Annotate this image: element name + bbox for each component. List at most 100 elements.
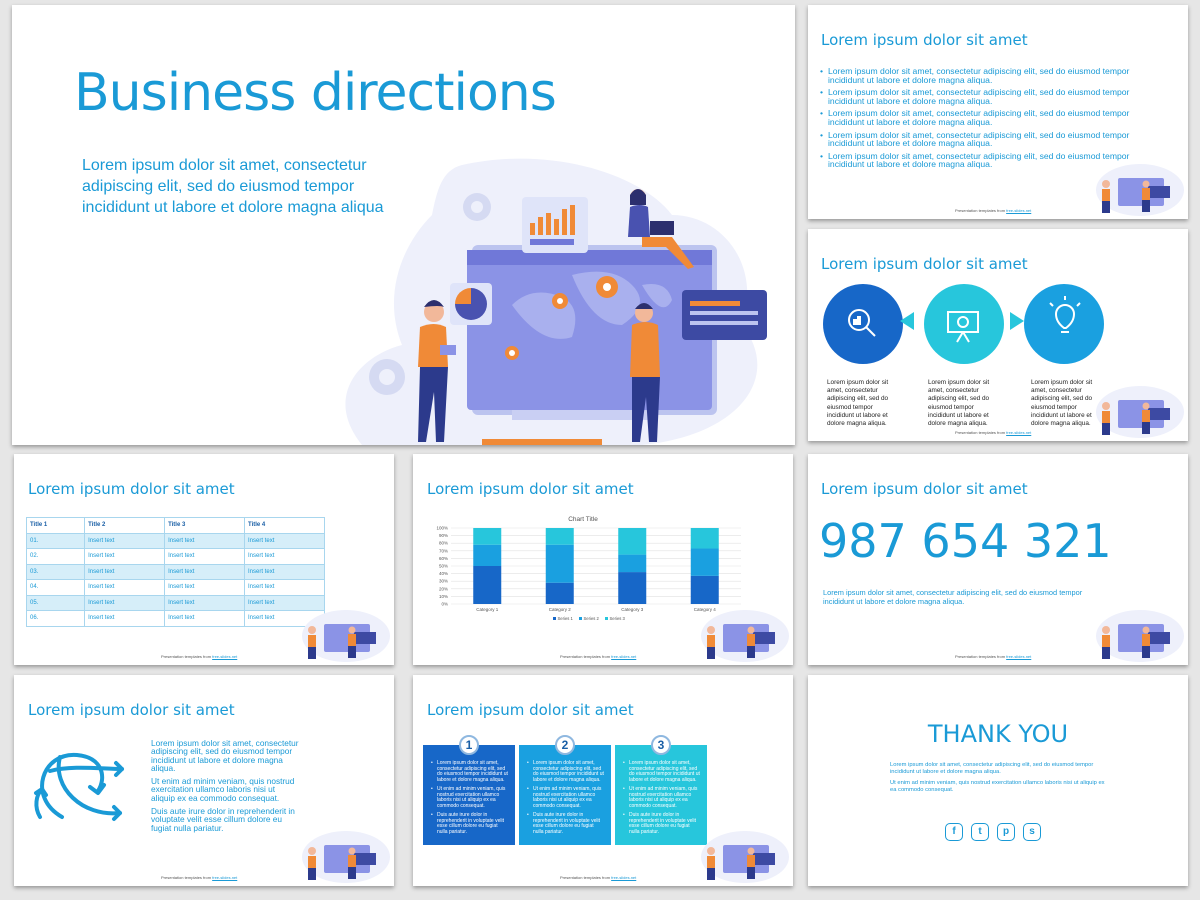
step-text-3: Lorem ipsum dolor sit amet, consectetur … xyxy=(1031,379,1093,427)
footer-link[interactable]: free-slides.net xyxy=(611,875,637,880)
paragraph: Duis aute irure dolor in reprehenderit i… xyxy=(151,806,295,833)
footer: Presentation templates from free-slides.… xyxy=(955,654,1031,659)
step-number: 2 xyxy=(555,735,575,755)
legend-swatch xyxy=(605,617,608,620)
x-tick-label: Category 2 xyxy=(549,607,572,612)
paragraph: Lorem ipsum dolor sit amet, consectetur … xyxy=(151,738,299,773)
slide-1-title[interactable]: Business directions Lorem ipsum dolor si… xyxy=(12,5,795,445)
slide-title: Lorem ipsum dolor sit amet xyxy=(821,480,1028,498)
search-chart-icon xyxy=(848,309,876,337)
number-description: Lorem ipsum dolor sit amet, consectetur … xyxy=(823,588,1083,607)
list-item: Lorem ipsum dolor sit amet, consectetur … xyxy=(431,760,509,783)
presentation-icon xyxy=(947,311,979,343)
slide-7-arrows[interactable]: Lorem ipsum dolor sit amet Lorem ipsum d… xyxy=(14,675,394,886)
circular-arrows-icon xyxy=(34,752,124,821)
slide-8-boxes[interactable]: Lorem ipsum dolor sit amet 1 Lorem ipsum… xyxy=(413,675,793,886)
y-tick-label: 80% xyxy=(439,541,448,546)
table-cell: Insert text xyxy=(164,532,246,549)
bar-segment xyxy=(618,554,647,573)
list-item: Duis aute irure dolor in reprehenderit i… xyxy=(527,812,605,835)
text-block: Lorem ipsum dolor sit amet, consectetur … xyxy=(151,739,301,832)
slide-9-thank-you[interactable]: THANK YOU Lorem ipsum dolor sit amet, co… xyxy=(808,675,1188,886)
page-title: Business directions xyxy=(74,63,557,123)
bar-segment xyxy=(473,528,502,545)
list-item: Ut enim ad minim veniam, quis nostrud ex… xyxy=(527,786,605,809)
table-cell: 05. xyxy=(25,594,86,611)
slide-title: Lorem ipsum dolor sit amet xyxy=(28,480,235,498)
bar-segment xyxy=(690,548,719,576)
table-header: Title 4 xyxy=(244,517,325,534)
x-tick-label: Category 4 xyxy=(694,607,717,612)
chart-title: Chart Title xyxy=(568,516,598,523)
table-cell: Insert text xyxy=(84,532,166,549)
slide-2-bullets[interactable]: Lorem ipsum dolor sit amet Lorem ipsum d… xyxy=(808,5,1188,219)
footer-link[interactable]: free-slides.net xyxy=(1006,430,1032,435)
footer-link[interactable]: free-slides.net xyxy=(611,654,637,659)
list-item: Lorem ipsum dolor sit amet, consectetur … xyxy=(527,760,605,783)
footer-text: Presentation templates from xyxy=(955,654,1007,659)
business-illustration xyxy=(345,158,767,445)
footer-text: Presentation templates from xyxy=(560,875,612,880)
y-tick-label: 70% xyxy=(439,548,448,553)
y-tick-label: 10% xyxy=(439,594,448,599)
legend-swatch xyxy=(579,617,582,620)
table-cell: 06. xyxy=(25,610,86,627)
lightbulb-icon xyxy=(1049,296,1081,333)
thank-you-text-1: Lorem ipsum dolor sit amet, consectetur … xyxy=(890,762,1094,776)
bar-segment xyxy=(618,528,647,555)
pinterest-icon[interactable]: p xyxy=(997,823,1015,841)
table-cell: 04. xyxy=(25,579,86,596)
list-item: Duis aute irure dolor in reprehenderit i… xyxy=(431,812,509,835)
footer-link[interactable]: free-slides.net xyxy=(212,875,238,880)
paragraph: Ut enim ad minim veniam, quis nostrud ex… xyxy=(151,776,295,803)
step-number: 1 xyxy=(459,735,479,755)
list-item: Lorem ipsum dolor sit amet, consectetur … xyxy=(623,760,701,783)
y-tick-label: 40% xyxy=(439,571,448,576)
arrow-right-icon xyxy=(1010,312,1024,330)
table-cell: Insert text xyxy=(164,548,246,565)
footer-text: Presentation templates from xyxy=(955,208,1007,213)
slide-5-chart[interactable]: Lorem ipsum dolor sit amet Chart Title 0… xyxy=(413,454,793,665)
table-header: Title 3 xyxy=(164,517,246,534)
bar-segment xyxy=(545,528,574,545)
skype-icon[interactable]: s xyxy=(1023,823,1041,841)
y-tick-label: 20% xyxy=(439,586,448,591)
footer-link[interactable]: free-slides.net xyxy=(1006,208,1032,213)
footer: Presentation templates from free-slides.… xyxy=(560,654,636,659)
numbered-box-3: 3 Lorem ipsum dolor sit amet, consectetu… xyxy=(615,735,707,845)
bar-segment xyxy=(473,544,502,566)
footer-link[interactable]: free-slides.net xyxy=(212,654,238,659)
thank-you-text-2: Ut enim ad minim veniam, quis nostrud ex… xyxy=(890,780,1105,794)
twitter-icon[interactable]: t xyxy=(971,823,989,841)
stacked-bar-chart: Chart Title 0%10%20%30%40%50%60%70%80%90… xyxy=(436,516,741,621)
slide-6-number[interactable]: Lorem ipsum dolor sit amet 987 654 321 L… xyxy=(808,454,1188,665)
table-cell: 02. xyxy=(25,548,86,565)
bar-segment xyxy=(545,582,574,604)
slide-title: Lorem ipsum dolor sit amet xyxy=(427,701,634,719)
bar-segment xyxy=(690,528,719,549)
list-item: Lorem ipsum dolor sit amet, consectetur … xyxy=(820,67,1150,84)
footer: Presentation templates from free-slides.… xyxy=(161,875,237,880)
list-item: Ut enim ad minim veniam, quis nostrud ex… xyxy=(623,786,701,809)
table-cell: Insert text xyxy=(84,610,166,627)
list-item: Lorem ipsum dolor sit amet, consectetur … xyxy=(820,130,1150,148)
table-cell: Insert text xyxy=(164,563,246,580)
footer-link[interactable]: free-slides.net xyxy=(1006,654,1032,659)
list-item: Lorem ipsum dolor sit amet, consectetur … xyxy=(820,88,1150,105)
y-tick-label: 100% xyxy=(436,526,448,531)
slide-3-process[interactable]: Lorem ipsum dolor sit amet Lorem ipsum d… xyxy=(808,229,1188,441)
facebook-icon[interactable]: f xyxy=(945,823,963,841)
footer: Presentation templates from free-slides.… xyxy=(955,430,1031,435)
legend-swatch xyxy=(553,617,556,620)
legend-label: Series 1 xyxy=(558,616,574,621)
list-item: Ut enim ad minim veniam, quis nostrud ex… xyxy=(431,786,509,809)
legend-label: Series 3 xyxy=(610,616,626,621)
